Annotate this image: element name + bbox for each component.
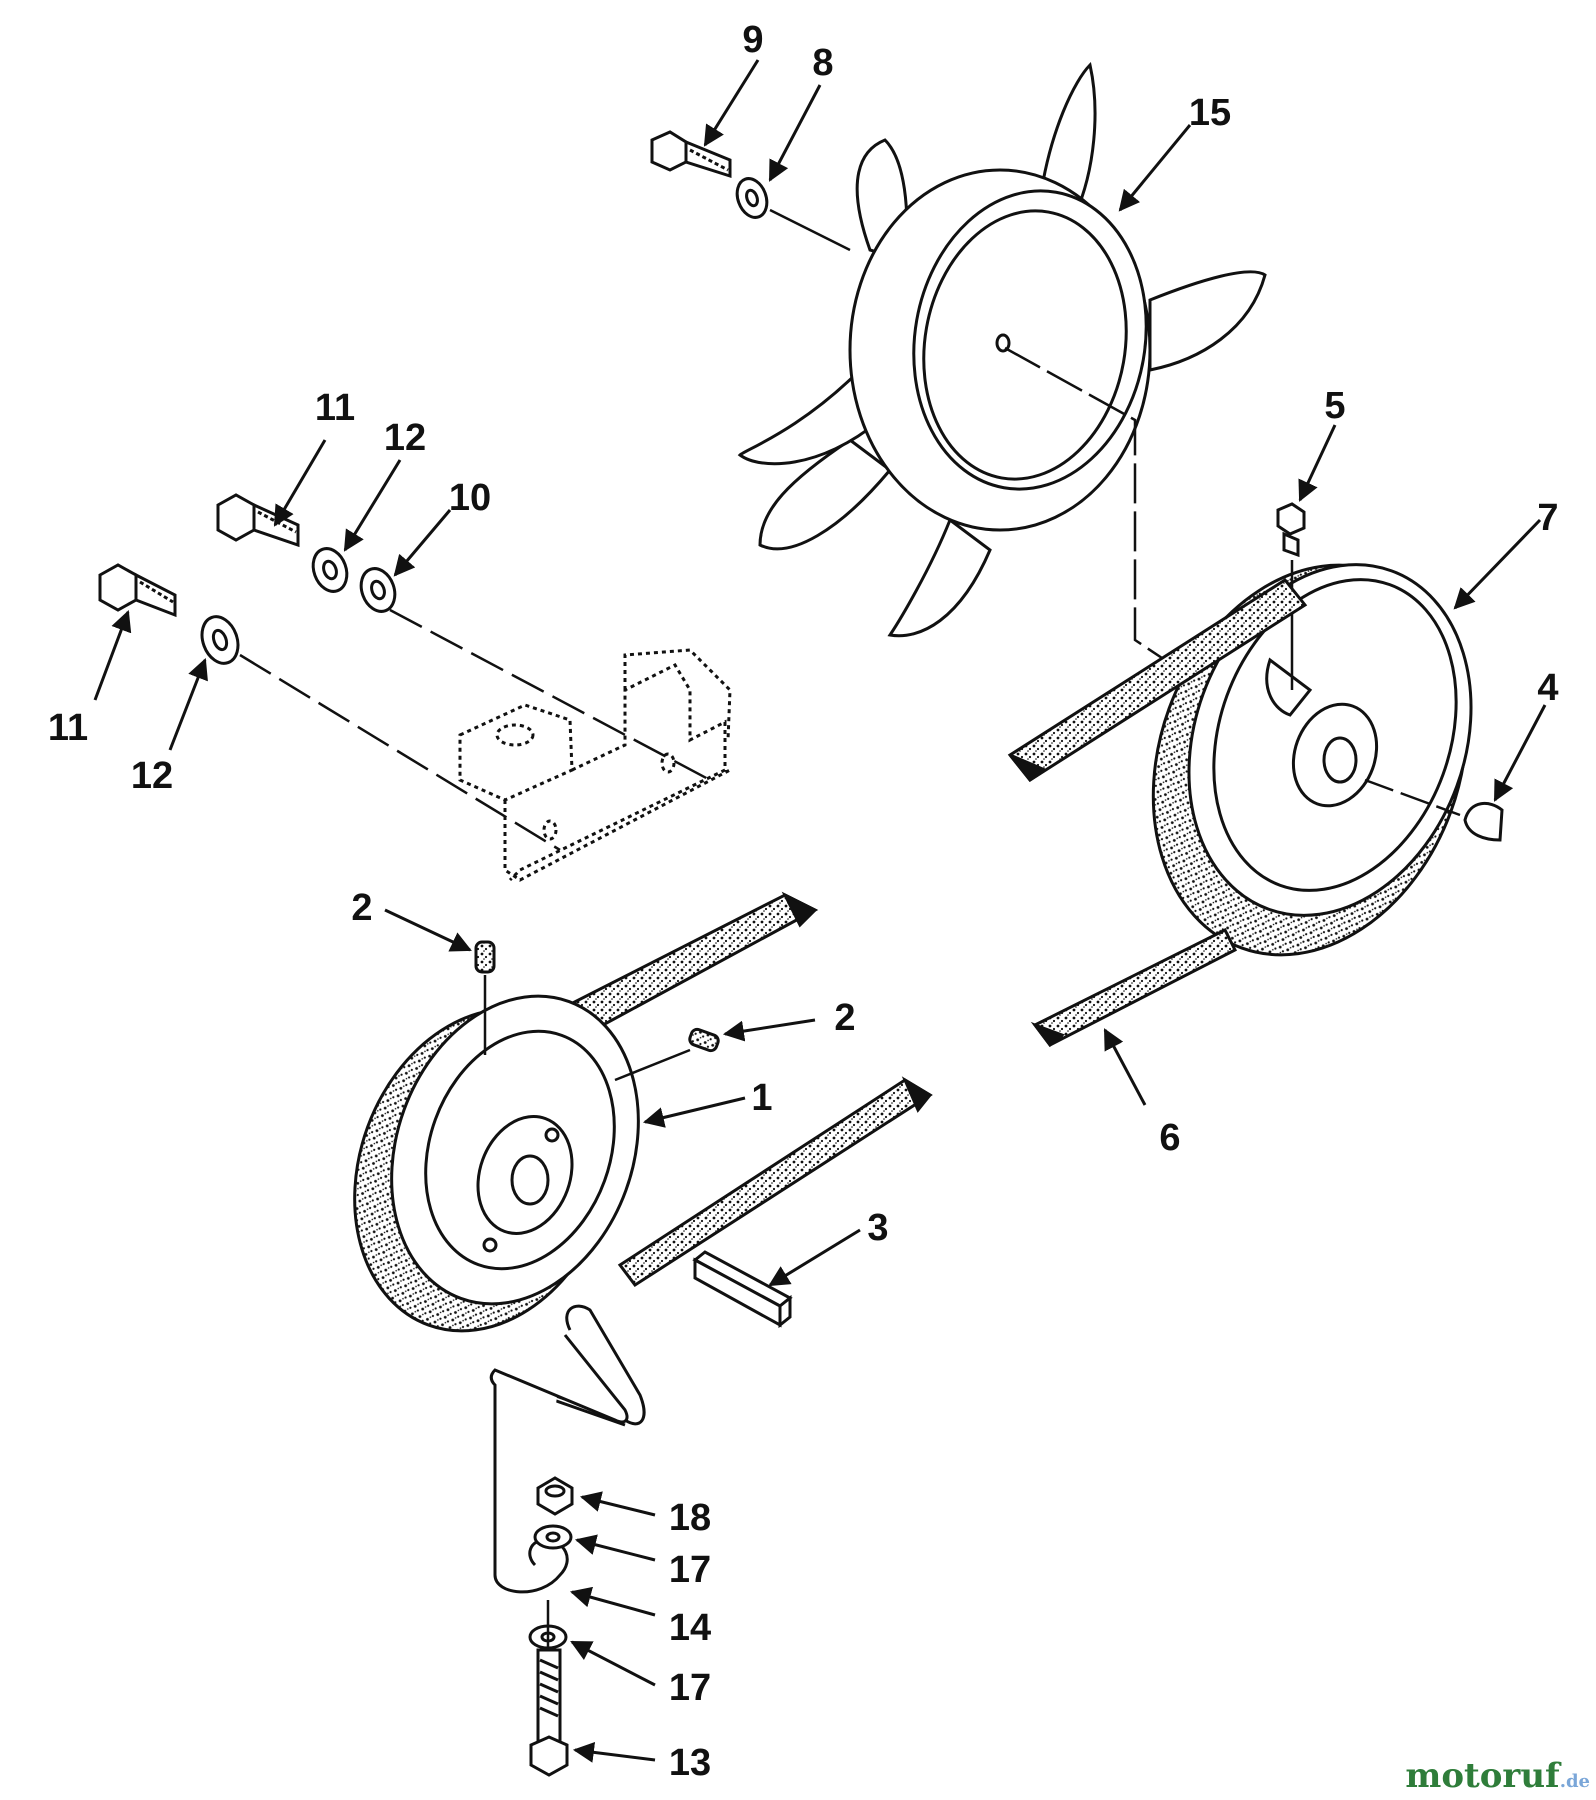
callout-12-lower: 12 [131, 755, 173, 797]
drive-pulley [353, 994, 640, 1333]
watermark-main: motoruf [1405, 1756, 1560, 1796]
callout-9: 9 [742, 19, 763, 61]
callout-15: 15 [1189, 92, 1231, 134]
fan-blade [737, 367, 882, 466]
callout-8: 8 [812, 42, 833, 84]
woodruff-key [1463, 801, 1504, 842]
callout-3: 3 [867, 1207, 888, 1249]
tension-rod [489, 1304, 646, 1594]
fan [737, 62, 1267, 638]
bracket-axis-lower [239, 653, 561, 852]
set-screw-axis-side [614, 1048, 691, 1082]
callout-2-upper: 2 [351, 887, 372, 929]
fan-blade [1148, 270, 1267, 372]
callout-17-upper: 17 [669, 1549, 711, 1591]
callout-2-side: 2 [834, 997, 855, 1039]
callout-4: 4 [1537, 667, 1558, 709]
fan-bolt-axis [769, 208, 851, 252]
rod-bolt [529, 1648, 569, 1777]
callout-12-upper: 12 [384, 417, 426, 459]
flat-washer [359, 567, 397, 613]
belt-lower-right [1030, 927, 1238, 1048]
watermark: motoruf.de [1405, 1756, 1590, 1796]
callout-5: 5 [1324, 385, 1345, 427]
square-key [692, 1250, 793, 1329]
lock-nut [536, 1476, 574, 1516]
set-screw-side [688, 1027, 720, 1053]
callout-6: 6 [1159, 1117, 1180, 1159]
fan-ring-inner [922, 209, 1128, 481]
bracket-axis-upper [389, 608, 711, 782]
mounting-bracket [458, 648, 732, 882]
callout-14: 14 [669, 1607, 711, 1649]
callout-11-upper: 11 [315, 387, 355, 429]
callout-17-lower: 17 [669, 1667, 711, 1709]
fan-shaft-axis [1004, 346, 1166, 662]
washer-upper [533, 1524, 573, 1550]
fan-center-hole [995, 333, 1011, 353]
key-axis [1364, 778, 1461, 817]
callout-7: 7 [1537, 497, 1558, 539]
belt-upper-right [1007, 578, 1308, 783]
fan-blade [887, 517, 992, 638]
callout-11-lower: 11 [48, 707, 88, 749]
set-screw-top-left [474, 940, 496, 974]
watermark-tail: .de [1559, 1771, 1590, 1792]
fan-blade [1038, 62, 1097, 217]
belt-lower-left [617, 1076, 933, 1288]
leader-lines [93, 59, 1547, 1763]
bracket-washer-upper [311, 547, 349, 593]
fan-bolt [650, 130, 732, 179]
fan-washer [735, 177, 769, 219]
callout-18: 18 [669, 1497, 711, 1539]
callout-13: 13 [669, 1742, 711, 1784]
driven-pulley [1151, 563, 1473, 957]
bracket-bolt-upper [216, 493, 300, 548]
callout-10: 10 [449, 477, 491, 519]
fan-blade [758, 438, 893, 551]
bracket-bolt-lower [98, 563, 177, 618]
callout-1: 1 [751, 1077, 772, 1119]
bracket-washer-lower [200, 615, 240, 665]
set-screw-top [1276, 502, 1306, 558]
